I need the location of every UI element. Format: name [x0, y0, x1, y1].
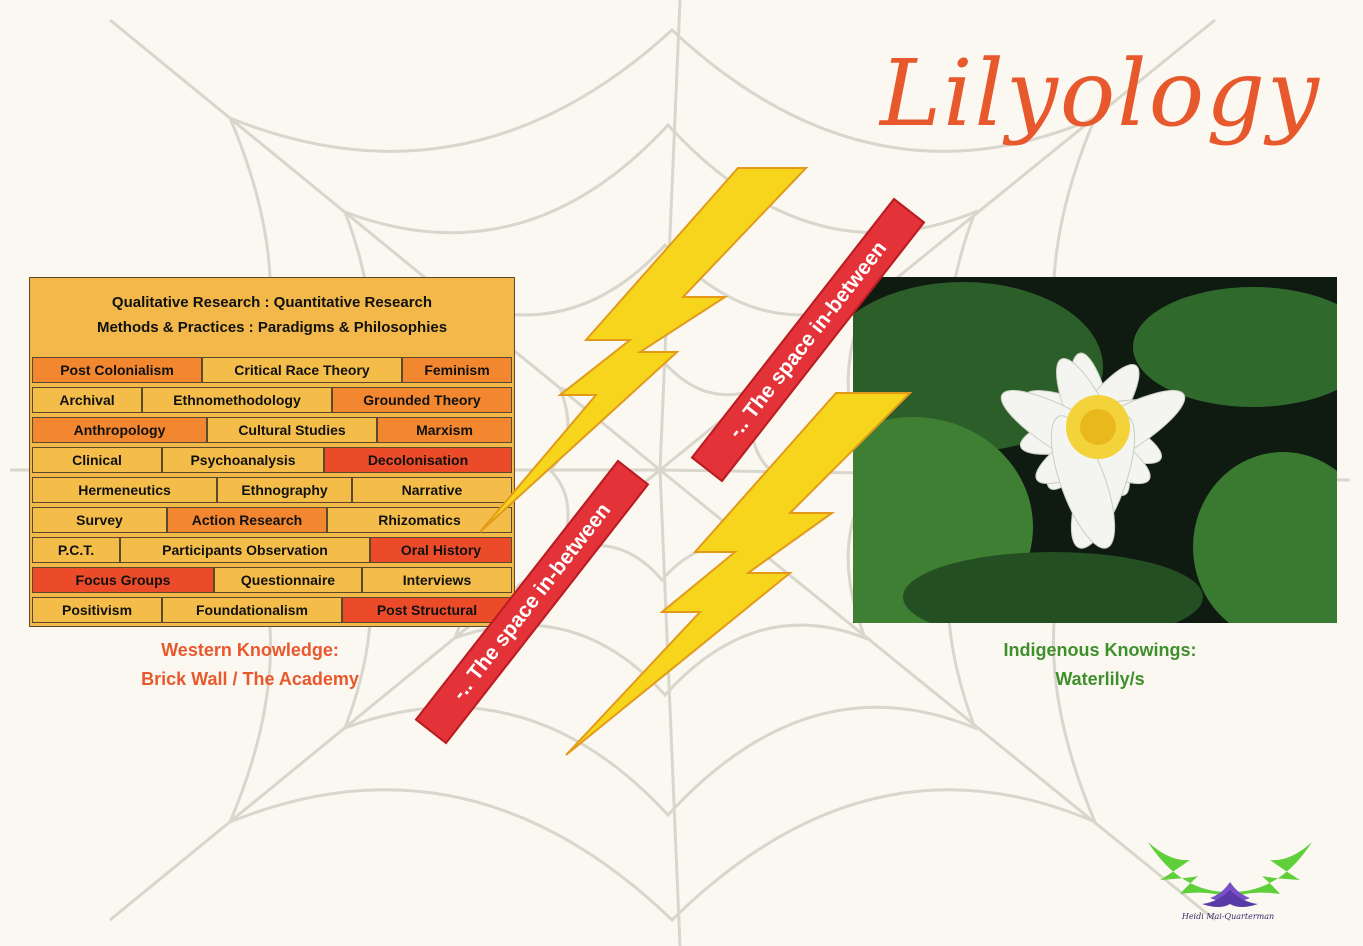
brick: Ethnography [217, 477, 352, 503]
brick: Hermeneutics [32, 477, 217, 503]
western-caption-line-1: Western Knowledge: [161, 640, 339, 660]
brick: Grounded Theory [332, 387, 512, 413]
brick: P.C.T. [32, 537, 120, 563]
brick: Feminism [402, 357, 512, 383]
brick: Post Structural [342, 597, 512, 623]
brick: Cultural Studies [207, 417, 377, 443]
brick: Action Research [167, 507, 327, 533]
indigenous-caption-line-2: Waterlily/s [1055, 669, 1145, 689]
brick: Narrative [352, 477, 512, 503]
indigenous-knowings-caption: Indigenous Knowings: Waterlily/s [910, 636, 1290, 694]
logo-signature: Heidi Mai-Quarterman [1181, 912, 1275, 921]
brick: Post Colonialism [32, 357, 202, 383]
brick: Focus Groups [32, 567, 214, 593]
wall-header-line-2: Methods & Practices : Paradigms & Philos… [96, 319, 448, 336]
brick: Interviews [362, 567, 512, 593]
brick: Positivism [32, 597, 162, 623]
brick: Rhizomatics [327, 507, 512, 533]
waterlily-photo [853, 277, 1337, 623]
brick: Questionnaire [214, 567, 362, 593]
brick: Critical Race Theory [202, 357, 402, 383]
wings-lotus-logo [1148, 842, 1312, 907]
indigenous-caption-line-1: Indigenous Knowings: [1003, 640, 1197, 660]
brick: Psychoanalysis [162, 447, 324, 473]
brick: Clinical [32, 447, 162, 473]
brick: Anthropology [32, 417, 207, 443]
wall-header-line-1: Qualitative Research : Quantitative Rese… [111, 294, 433, 311]
brick: Archival [32, 387, 142, 413]
brick: Survey [32, 507, 167, 533]
brick-wall: Qualitative Research : Quantitative Rese… [29, 277, 515, 627]
brick: Oral History [370, 537, 512, 563]
brick: Marxism [377, 417, 512, 443]
brick: Participants Observation [120, 537, 370, 563]
western-caption-line-2: Brick Wall / The Academy [141, 669, 359, 689]
title-lilyology: Lilyology [880, 40, 1321, 147]
wall-header: Qualitative Research : Quantitative Rese… [30, 278, 514, 353]
brick: Ethnomethodology [142, 387, 332, 413]
brick: Foundationalism [162, 597, 342, 623]
brick: Decolonisation [324, 447, 512, 473]
western-knowledge-caption: Western Knowledge: Brick Wall / The Acad… [60, 636, 440, 694]
